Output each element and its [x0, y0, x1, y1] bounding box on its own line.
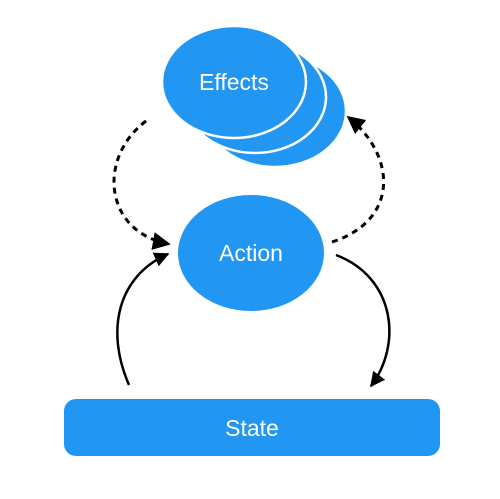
action-to-effects-arrow — [331, 115, 386, 244]
state-node: State — [64, 399, 440, 456]
action-to-state-arrow — [335, 253, 391, 388]
state-rect — [64, 399, 440, 456]
effects-node: Effects — [160, 24, 348, 169]
state-to-action-arrow — [116, 252, 170, 386]
action-node: Action — [178, 195, 324, 311]
state-label: State — [225, 415, 279, 441]
effects-label: Effects — [199, 69, 269, 95]
action-label: Action — [219, 240, 283, 266]
action-ellipse — [178, 195, 324, 311]
effects-to-action-arrow — [112, 119, 171, 250]
effects-stack-front — [160, 24, 308, 140]
